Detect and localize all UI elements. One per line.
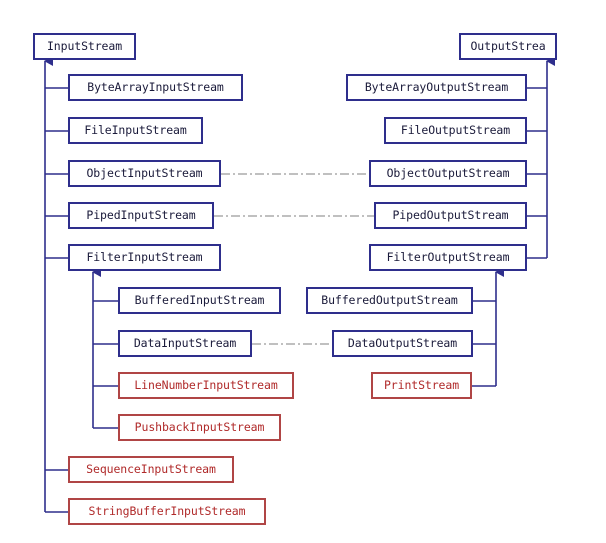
- class-box-stringbufferinputstream: StringBufferInputStream: [68, 498, 266, 525]
- class-box-bytearrayinputstream: ByteArrayInputStream: [68, 74, 243, 101]
- class-box-objectinputstream: ObjectInputStream: [68, 160, 221, 187]
- class-box-pushbackinputstream: PushbackInputStream: [118, 414, 281, 441]
- class-box-fileoutputstream: FileOutputStream: [384, 117, 527, 144]
- class-box-bufferedoutputstream: BufferedOutputStream: [306, 287, 473, 314]
- class-box-filterinputstream: FilterInputStream: [68, 244, 221, 271]
- class-box-bufferedinputstream: BufferedInputStream: [118, 287, 281, 314]
- class-box-inputstream: InputStream: [33, 33, 136, 60]
- class-box-filteroutputstream: FilterOutputStream: [369, 244, 527, 271]
- class-box-fileinputstream: FileInputStream: [68, 117, 203, 144]
- class-box-datainputstream: DataInputStream: [118, 330, 252, 357]
- class-box-objectoutputstream: ObjectOutputStream: [369, 160, 527, 187]
- class-box-sequenceinputstream: SequenceInputStream: [68, 456, 234, 483]
- class-box-outputstream: OutputStrea: [459, 33, 557, 60]
- class-box-pipedinputstream: PipedInputStream: [68, 202, 214, 229]
- class-box-dataoutputstream: DataOutputStream: [332, 330, 473, 357]
- class-box-pipedoutputstream: PipedOutputStream: [374, 202, 527, 229]
- class-box-linenumberinputstream: LineNumberInputStream: [118, 372, 294, 399]
- class-box-printstream: PrintStream: [371, 372, 472, 399]
- class-box-bytearrayoutputstream: ByteArrayOutputStream: [346, 74, 527, 101]
